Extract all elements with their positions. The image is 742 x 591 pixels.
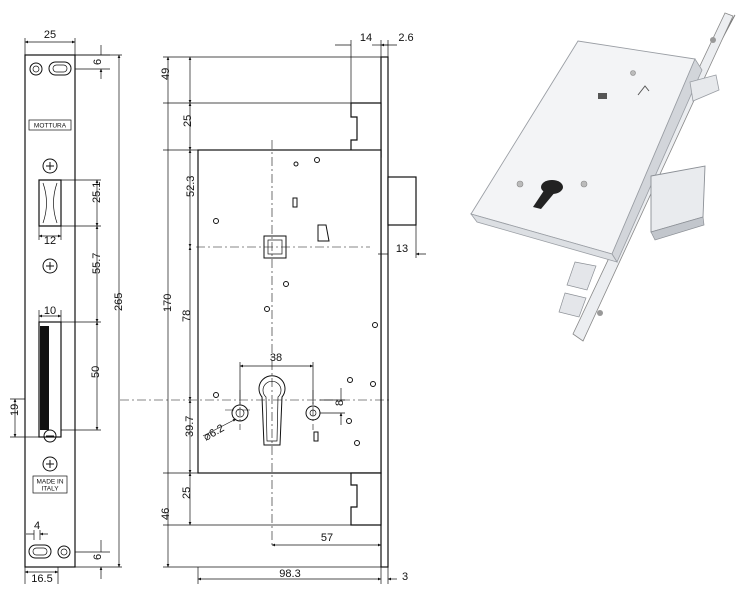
dim-bolt-width: 10 — [44, 305, 56, 317]
dim-backset: 57 — [321, 532, 333, 544]
made-in-label: MADE IN — [36, 479, 63, 486]
screw-hole-icon — [29, 62, 43, 76]
dim-total-height: 265 — [113, 293, 125, 311]
dim-handle-to-cylinder: 78 — [181, 310, 193, 322]
dim-top-to-handle: 52.3 — [185, 176, 197, 197]
italy-label: ITALY — [41, 486, 59, 493]
3d-spindle — [598, 93, 607, 99]
dim-hole-spacing: 38 — [270, 352, 282, 364]
faceplate-dimensions: 25 6 265 25.1 12 55.7 10 50 19 4 6 — [9, 29, 125, 585]
dim-pin-offset: 8 — [334, 400, 346, 406]
dim-top-hole: 6 — [92, 59, 104, 65]
deadbolt-shadow — [40, 326, 49, 430]
screw-hole-icon — [57, 545, 71, 559]
brand-label-box — [28, 119, 72, 131]
dim-bottom-tab: 25 — [181, 487, 193, 499]
dim-latch-depth: 12 — [44, 235, 56, 247]
dim-top-offset: 49 — [160, 68, 172, 80]
screw-icon — [42, 158, 58, 174]
screw-icon — [42, 258, 58, 274]
3d-latch — [689, 74, 720, 102]
dim-front-thickness: 3 — [402, 571, 408, 583]
dim-plate-bottom: 16.5 — [31, 573, 52, 585]
brand-label: MOTTURA — [34, 123, 67, 130]
dim-bottom-hole: 6 — [92, 554, 104, 560]
dim-bottom-hole-spacing: 4 — [34, 520, 40, 532]
side-view-dimensions: 14 2.6 49 25 52.3 170 78 39.7 25 46 13 3… — [160, 32, 426, 584]
dim-latch-to-bolt: 55.7 — [91, 253, 103, 274]
projecting-bolt — [387, 176, 417, 226]
lock-3d-illustration — [469, 12, 736, 342]
dim-body-depth: 98.3 — [279, 568, 300, 580]
bottom-mounting-tab — [350, 472, 382, 526]
dim-plate-thickness: 2.6 — [398, 32, 413, 44]
slot-hole-icon — [28, 544, 52, 559]
dim-bolt-to-cylinder: 50 — [90, 366, 102, 378]
dim-bottom-offset: 46 — [160, 508, 172, 520]
lock-body-side-view — [197, 56, 417, 568]
dim-bolt-projection: 13 — [396, 243, 408, 255]
dim-top-gap: 14 — [360, 32, 372, 44]
dim-faceplate-width: 25 — [44, 29, 56, 41]
latch-outline — [38, 179, 62, 227]
dim-cylinder-to-bottom: 39.7 — [184, 416, 196, 437]
dim-body-height: 170 — [162, 294, 174, 312]
faceplate-front-view: MOTTURA MADE IN ITALY — [24, 54, 76, 568]
dim-cylinder-side: 19 — [9, 404, 21, 416]
faceplate-edge — [380, 56, 389, 568]
dim-top-tab: 25 — [182, 115, 194, 127]
latch-spring-icon — [317, 224, 330, 242]
slot-hole-icon — [48, 61, 72, 76]
dim-latch-height: 25.1 — [91, 182, 103, 203]
top-mounting-tab — [350, 102, 382, 158]
keyhole-cutout — [258, 375, 286, 446]
bolt-screw-icon — [43, 429, 57, 443]
screw-icon — [42, 456, 58, 472]
made-in-label-box — [32, 475, 68, 494]
